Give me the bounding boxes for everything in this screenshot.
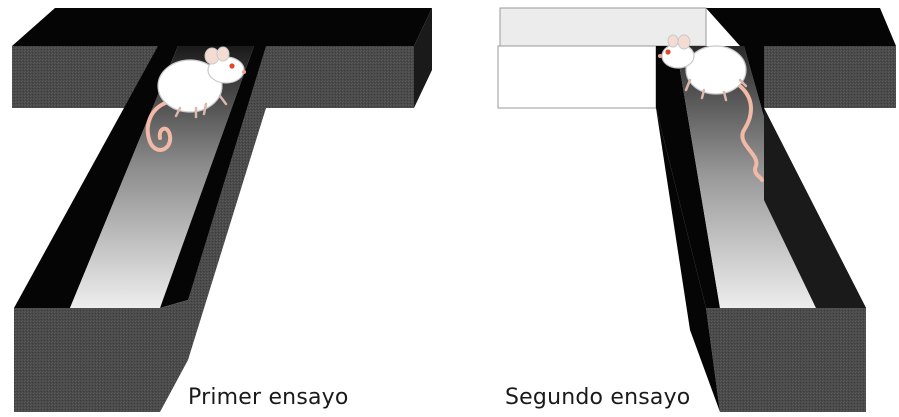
mouse-tail	[145, 100, 173, 152]
right-arm-endcap	[414, 8, 432, 108]
crossbar-interior-2	[706, 8, 896, 46]
stem-left-interior-2	[656, 46, 720, 308]
stem-right-wall	[160, 46, 266, 412]
maze-trial-1	[12, 8, 432, 412]
left-arm-wall	[12, 46, 158, 108]
mouse-icon	[145, 46, 246, 152]
maze-trial-2	[497, 7, 896, 412]
blocked-arm-front	[497, 45, 657, 109]
right-arm-wall	[266, 46, 414, 108]
stem-front-face-2	[706, 308, 866, 412]
mouse-icon	[658, 34, 764, 182]
stem-left-interior	[14, 46, 178, 308]
mouse-tail	[738, 84, 764, 182]
stem-left-wall-2	[656, 108, 720, 412]
crossbar-interior	[12, 8, 432, 46]
right-arm-wall-2	[764, 46, 896, 108]
stem-front-face	[14, 308, 160, 412]
stem-corridor-2	[676, 46, 818, 308]
stem-corridor	[70, 46, 254, 308]
caption-trial-2: Segundo ensayo	[505, 385, 691, 410]
stem-right-interior	[160, 46, 266, 308]
caption-trial-1: Primer ensayo	[188, 385, 349, 410]
